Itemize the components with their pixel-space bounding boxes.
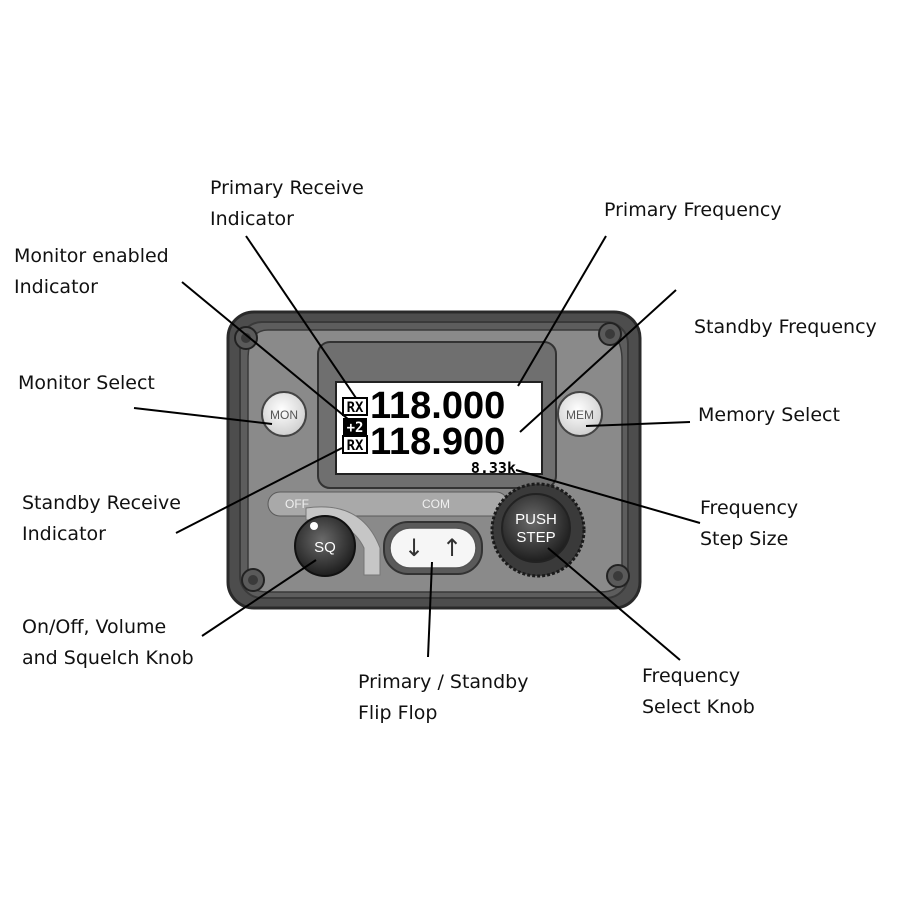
leader-primary-frequency — [517, 235, 607, 387]
mem-button-label: MEM — [566, 408, 594, 422]
leader-monitor-enabled — [181, 281, 355, 425]
callout-monitor-enabled-indicator: Monitor enabled Indicator — [14, 245, 169, 298]
callout-frequency-step-size: Frequency Step Size — [700, 497, 799, 550]
leader-primary-receive — [245, 235, 357, 399]
mounting-screw-icons — [234, 322, 630, 592]
leader-freq-select — [547, 547, 681, 661]
step-size-readout: 8.33k — [471, 459, 516, 477]
flip-down-arrow-icon: ↓ — [404, 534, 424, 562]
lcd-monitor-tag: +2 — [343, 418, 367, 436]
lcd-primary-rx-tag: RX — [342, 397, 368, 416]
leader-flip-flop — [427, 561, 433, 658]
callout-memory-select: Memory Select — [698, 404, 840, 426]
lcd-standby-rx-tag: RX — [342, 435, 368, 454]
svg-text:RX: RX — [347, 438, 364, 454]
flip-flop-button[interactable]: ↓ ↑ — [383, 521, 483, 575]
callout-leader-lines — [133, 235, 701, 661]
callout-monitor-select: Monitor Select — [18, 372, 155, 394]
lcd-display — [317, 341, 557, 489]
lower-control-strip: OFF COM — [267, 491, 509, 576]
primary-frequency-readout: 118.000 — [370, 385, 505, 427]
off-label: OFF — [285, 497, 309, 511]
leader-sq-knob — [201, 559, 317, 637]
leader-step-size — [515, 469, 701, 524]
push-label: PUSH — [515, 511, 557, 528]
push-step-knob[interactable]: PUSH STEP — [490, 482, 586, 578]
callout-on-off-volume-squelch-knob: On/Off, Volume and Squelch Knob — [22, 616, 194, 669]
mem-button[interactable]: MEM — [557, 391, 603, 437]
leader-standby-receive — [175, 447, 343, 534]
callout-primary-standby-flip-flop: Primary / Standby Flip Flop — [358, 671, 529, 724]
sq-knob[interactable]: SQ — [294, 515, 356, 577]
mon-button-label: MON — [270, 408, 298, 422]
callout-frequency-select-knob: Frequency Select Knob — [642, 665, 755, 718]
svg-text:+2: +2 — [347, 420, 364, 436]
step-label: STEP — [516, 529, 555, 546]
callout-standby-receive-indicator: Standby Receive Indicator — [22, 492, 181, 545]
callout-primary-frequency: Primary Frequency — [604, 199, 782, 221]
leader-memory-select — [585, 421, 691, 427]
callout-primary-receive-indicator: Primary Receive Indicator — [210, 177, 364, 230]
leader-standby-frequency — [519, 289, 677, 433]
svg-text:RX: RX — [347, 400, 364, 416]
callout-standby-frequency: Standby Frequency — [694, 316, 877, 338]
com-label: COM — [422, 497, 450, 511]
mon-button[interactable]: MON — [261, 391, 307, 437]
sq-knob-label: SQ — [314, 539, 336, 556]
leader-monitor-select — [133, 407, 273, 425]
flip-up-arrow-icon: ↑ — [442, 534, 462, 562]
standby-frequency-readout: 118.900 — [370, 421, 505, 463]
